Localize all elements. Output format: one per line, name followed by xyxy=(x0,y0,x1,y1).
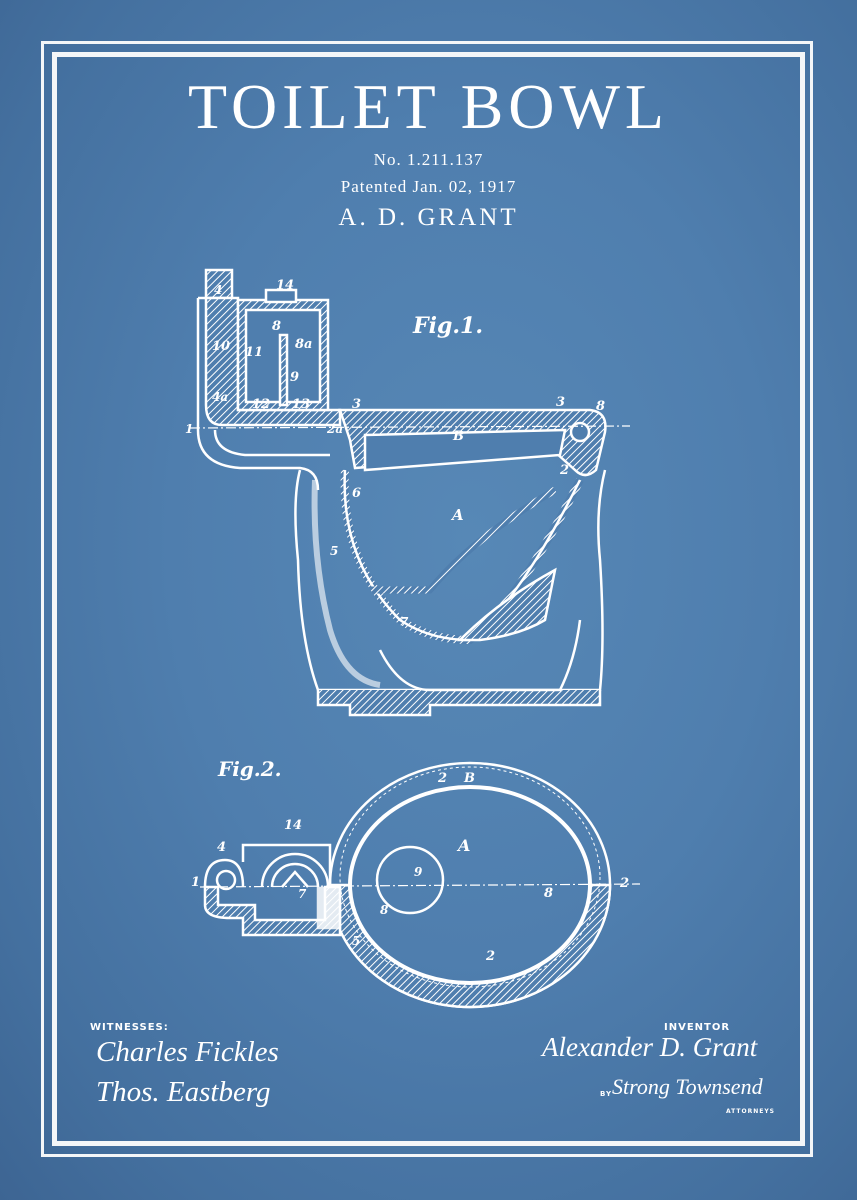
ref-numeral: 5 xyxy=(352,934,360,948)
ref-numeral: 8 xyxy=(380,903,389,917)
ref-numeral: 10 xyxy=(212,339,230,354)
ref-numeral: B xyxy=(452,429,464,444)
figure-1-labels: Fig.1. 4 14 8 8a 10 11 9 4a 12 13 3 3 8 … xyxy=(185,278,605,629)
ref-numeral: 1 xyxy=(191,875,200,890)
ref-numeral: 2 xyxy=(485,949,495,964)
ref-numeral: 13 xyxy=(292,397,310,412)
poster-title: TOILET BOWL xyxy=(188,71,669,142)
ref-numeral: 12 xyxy=(252,397,270,412)
patent-number: No. 1.211.137 xyxy=(373,150,484,169)
outer-border xyxy=(41,41,813,1157)
ref-numeral: B xyxy=(463,771,475,786)
ref-numeral: 14 xyxy=(276,278,294,293)
ref-numeral: 9 xyxy=(414,865,423,879)
inventor-name: A. D. GRANT xyxy=(338,204,519,231)
attorney-signature: Strong Townsend xyxy=(612,1074,763,1099)
witness-signature: Charles Fickles xyxy=(96,1036,279,1068)
ref-numeral: 4 xyxy=(217,840,226,855)
inventor-signature: Alexander D. Grant xyxy=(542,1032,758,1062)
ref-numeral: 7 xyxy=(298,887,307,901)
ref-numeral: 2 xyxy=(559,463,569,478)
ref-numeral: 4 xyxy=(214,283,222,297)
ref-numeral: 14 xyxy=(284,818,302,833)
ref-numeral: 7 xyxy=(400,615,409,629)
attorneys-label: ATTORNEYS xyxy=(726,1108,776,1115)
ref-numeral: 8a xyxy=(295,337,312,352)
patent-date: Patented Jan. 02, 1917 xyxy=(340,177,517,196)
ref-numeral: 8 xyxy=(272,319,281,334)
inner-border xyxy=(52,52,805,1146)
figure-1-label: Fig.1. xyxy=(412,313,483,339)
ref-numeral: 1 xyxy=(185,422,193,436)
ref-numeral: 6 xyxy=(352,486,361,501)
ref-numeral: 11 xyxy=(245,345,263,360)
figure-2-top-view xyxy=(199,761,641,1009)
ref-numeral: 8 xyxy=(544,886,553,901)
ref-numeral: 2a xyxy=(326,422,343,436)
ref-numeral: A xyxy=(450,506,464,524)
ref-numeral: 2 xyxy=(437,771,447,786)
ref-numeral: 3 xyxy=(556,395,565,410)
by-label: BY xyxy=(600,1090,613,1098)
figure-2-label: Fig.2. xyxy=(217,757,282,781)
ref-numeral: 9 xyxy=(290,370,299,385)
figure-2-labels: Fig.2. 2 B 14 4 1 A 9 8 8 2 2 5 7 xyxy=(191,757,629,964)
ref-numeral: 4a xyxy=(212,390,228,404)
witnesses-heading: WITNESSES: xyxy=(90,1022,169,1033)
witness-signature: Thos. Eastberg xyxy=(96,1076,271,1108)
inventor-heading: INVENTOR xyxy=(664,1022,731,1033)
ref-numeral: 2 xyxy=(619,876,629,891)
ref-numeral: 8 xyxy=(596,399,605,414)
figure-1-side-section xyxy=(189,268,631,717)
ref-numeral: 5 xyxy=(330,544,338,558)
ref-numeral: 3 xyxy=(352,397,361,412)
ref-numeral: A xyxy=(456,836,470,855)
